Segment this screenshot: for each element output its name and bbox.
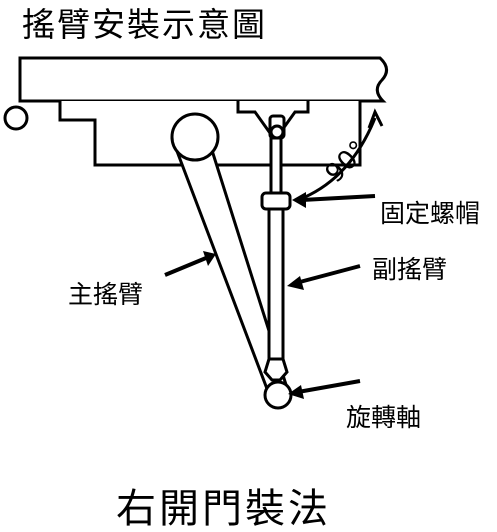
label-secondary-arm: 副搖臂 <box>372 255 447 284</box>
fixing-nut-icon <box>260 191 292 211</box>
door-frame <box>18 56 388 103</box>
diagram-title: 搖臂安裝示意圖 <box>22 5 267 44</box>
angle-indicator <box>297 108 384 202</box>
hinge-icon <box>3 105 29 131</box>
label-pivot-shaft: 旋轉軸 <box>346 403 421 432</box>
label-fixing-nut: 固定螺帽 <box>380 199 480 228</box>
main-arm <box>170 112 290 404</box>
label-main-arm: 主搖臂 <box>68 280 143 309</box>
pivot-shaft-icon <box>263 380 293 410</box>
diagram-caption: 右開門裝法 <box>116 486 331 532</box>
leader-arrows <box>164 192 376 399</box>
secondary-arm <box>260 114 292 382</box>
